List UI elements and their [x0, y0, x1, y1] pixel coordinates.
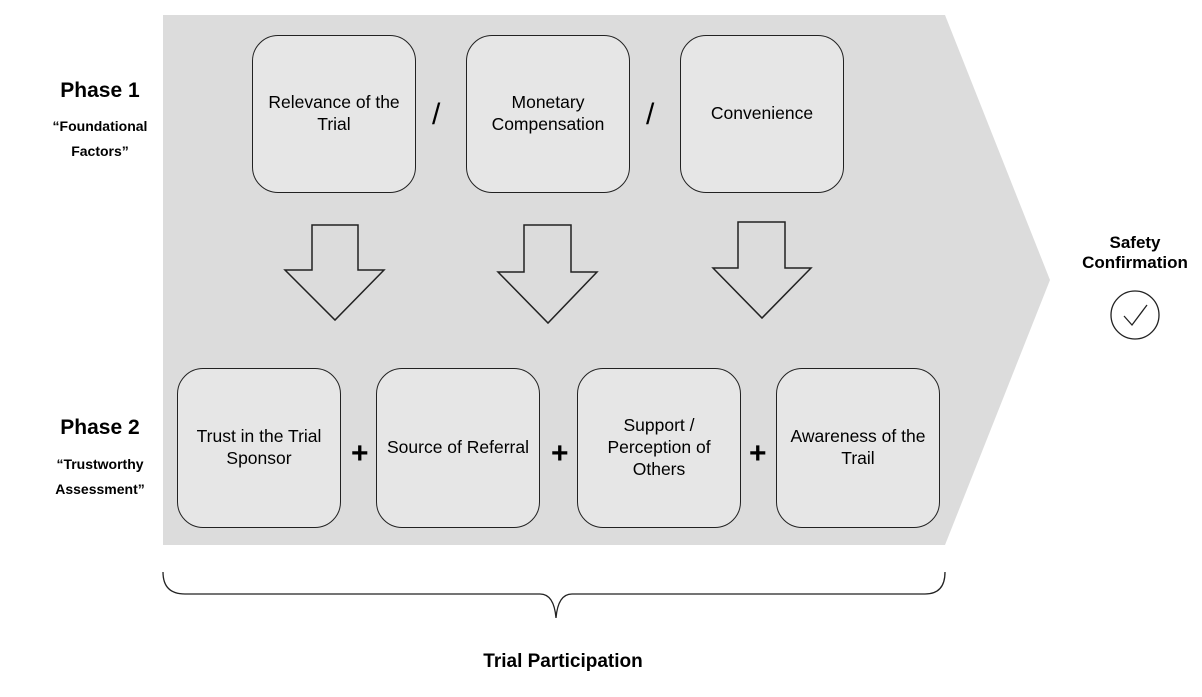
- bracket: [162, 571, 946, 619]
- factor-box-trust-sponsor: Trust in the Trial Sponsor: [177, 368, 341, 528]
- down-arrow-1: [283, 224, 386, 322]
- down-arrow-2: [496, 224, 599, 325]
- check-circle-icon: [1110, 290, 1160, 340]
- factor-box-convenience: Convenience: [680, 35, 844, 193]
- phase1-title: Phase 1: [60, 79, 140, 102]
- down-arrow-3: [711, 221, 813, 320]
- factor-box-source-referral: Source of Referral: [376, 368, 540, 528]
- phase2-title: Phase 2: [60, 416, 140, 439]
- trial-participation-label: Trial Participation: [483, 651, 643, 672]
- phase2-subtitle: “Trustworthy Assessment”: [55, 456, 145, 497]
- plus-sign-1: +: [351, 437, 369, 470]
- separator-slash-1: /: [432, 98, 441, 131]
- plus-sign-2: +: [551, 437, 569, 470]
- plus-sign-3: +: [749, 437, 767, 470]
- separator-slash-2: /: [646, 98, 655, 131]
- phase1-subtitle: “Foundational Factors”: [52, 118, 148, 159]
- factor-box-relevance: Relevance of the Trial: [252, 35, 416, 193]
- factor-box-support-others: Support / Perception of Others: [577, 368, 741, 528]
- factor-box-monetary: Monetary Compensation: [466, 35, 630, 193]
- safety-confirmation-label: Safety Confirmation: [1082, 233, 1188, 273]
- factor-box-awareness: Awareness of the Trail: [776, 368, 940, 528]
